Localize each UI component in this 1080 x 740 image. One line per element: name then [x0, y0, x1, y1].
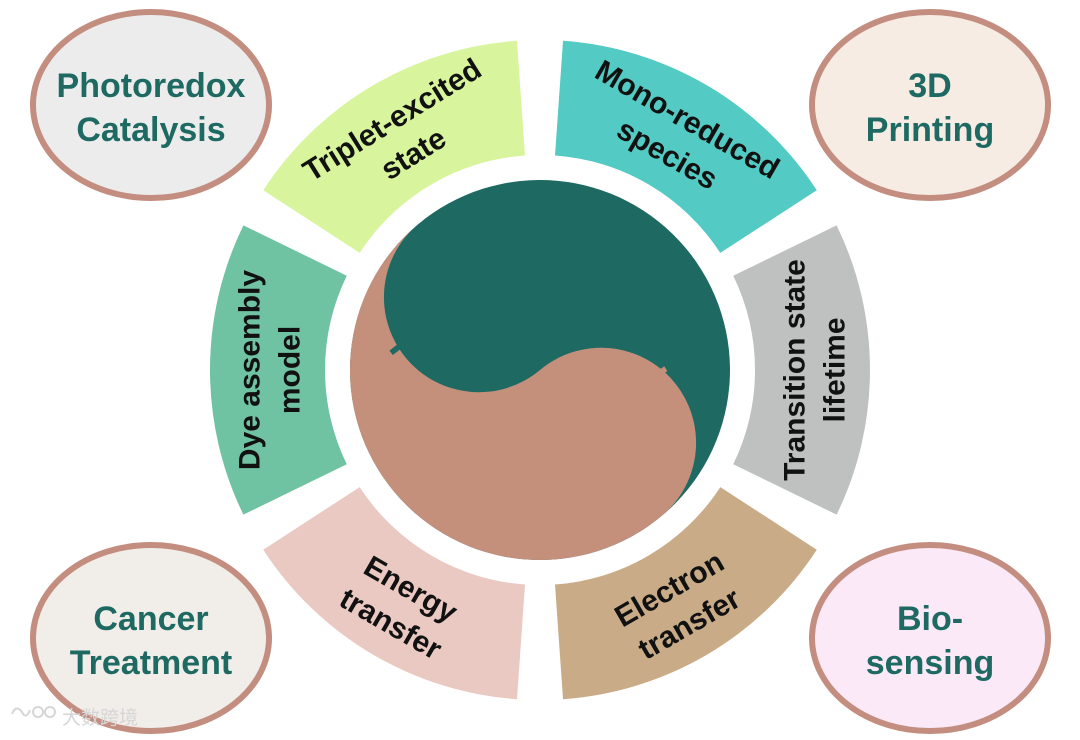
application-bubble — [809, 9, 1051, 201]
application-bubble — [30, 9, 272, 201]
application-label-line: 3D — [908, 67, 951, 105]
application-label-line: sensing — [866, 644, 994, 682]
application-biosensing: Bio-sensing — [809, 542, 1051, 734]
ring-segment-label-line: lifetime — [819, 317, 852, 422]
watermark: 大数跨境 — [11, 706, 138, 729]
ring-segment-shape — [554, 40, 817, 253]
application-printing: 3D Printing — [809, 9, 1051, 201]
ring-segment-shape — [733, 225, 870, 515]
ring-segment-shape — [263, 487, 526, 700]
ring-segment-label-line: model — [274, 326, 307, 414]
watermark-text: 大数跨境 — [62, 707, 138, 729]
core-ttauc-half — [350, 224, 697, 560]
ring-segment-shape — [210, 225, 347, 515]
ring-segment-label-line: Dye assembly — [234, 270, 267, 470]
application-bubble — [809, 542, 1051, 734]
ring-segment-label-line: Transition state — [779, 259, 812, 481]
application-label-line: Bio- — [897, 600, 963, 638]
application-label: 3D Printing — [866, 67, 994, 149]
ring-segment-shape — [554, 487, 817, 700]
application-bubble — [30, 542, 272, 734]
application-label-line: Treatment — [70, 644, 233, 682]
application-label-line: Printing — [866, 111, 994, 149]
application-label-line: Cancer — [93, 600, 208, 638]
application-label-line: Catalysis — [76, 111, 225, 149]
application-label: Bio-sensing — [866, 600, 994, 682]
ring-segment-shape — [263, 40, 526, 253]
application-label-line: Photoredox — [57, 67, 246, 105]
watermark-logo-icon — [11, 706, 56, 718]
